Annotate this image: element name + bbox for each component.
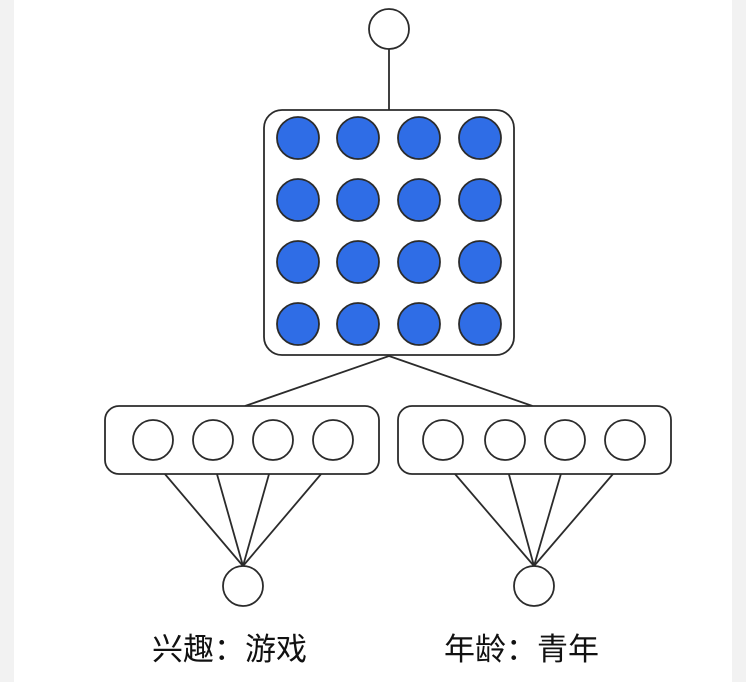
embedding-node bbox=[484, 419, 526, 461]
embedding-to-input-line bbox=[533, 459, 626, 567]
hidden-node bbox=[336, 178, 380, 222]
hidden-node bbox=[458, 178, 502, 222]
hidden-to-embedding-line bbox=[388, 355, 533, 407]
hidden-node bbox=[397, 116, 441, 160]
layer-boxes bbox=[104, 109, 672, 475]
hidden-node bbox=[397, 178, 441, 222]
embedding-node bbox=[312, 419, 354, 461]
embedding-node bbox=[422, 419, 464, 461]
embedding-node bbox=[604, 419, 646, 461]
hidden-node bbox=[336, 240, 380, 284]
hidden-layer-box bbox=[263, 109, 515, 356]
embedding-to-input-line bbox=[152, 459, 244, 567]
right-input-label: 年龄：青年 bbox=[444, 632, 599, 668]
embedding-node bbox=[252, 419, 294, 461]
input-node bbox=[222, 565, 264, 607]
embedding-box bbox=[397, 405, 672, 475]
hidden-node bbox=[276, 240, 320, 284]
embedding-to-input-line bbox=[504, 459, 535, 567]
output-node bbox=[368, 8, 410, 50]
hidden-node bbox=[336, 302, 380, 346]
embedding-box bbox=[104, 405, 380, 475]
hidden-node bbox=[458, 302, 502, 346]
hidden-node bbox=[276, 302, 320, 346]
hidden-node bbox=[458, 240, 502, 284]
embedding-to-input-line bbox=[533, 459, 566, 567]
hidden-node bbox=[458, 116, 502, 160]
hidden-node bbox=[397, 302, 441, 346]
embedding-to-input-line bbox=[442, 459, 535, 567]
embedding-node bbox=[132, 419, 174, 461]
embedding-node bbox=[544, 419, 586, 461]
input-node bbox=[513, 565, 555, 607]
hidden-to-embedding-line bbox=[244, 355, 390, 407]
embedding-to-input-line bbox=[242, 459, 274, 567]
embedding-node bbox=[192, 419, 234, 461]
left-input-label: 兴趣：游戏 bbox=[152, 632, 307, 668]
connection-lines bbox=[152, 49, 626, 567]
hidden-node bbox=[276, 178, 320, 222]
embedding-to-input-line bbox=[212, 459, 244, 567]
embedding-to-input-line bbox=[242, 459, 334, 567]
hidden-node bbox=[336, 116, 380, 160]
hidden-node bbox=[397, 240, 441, 284]
network-nodes bbox=[132, 8, 646, 607]
hidden-node bbox=[276, 116, 320, 160]
